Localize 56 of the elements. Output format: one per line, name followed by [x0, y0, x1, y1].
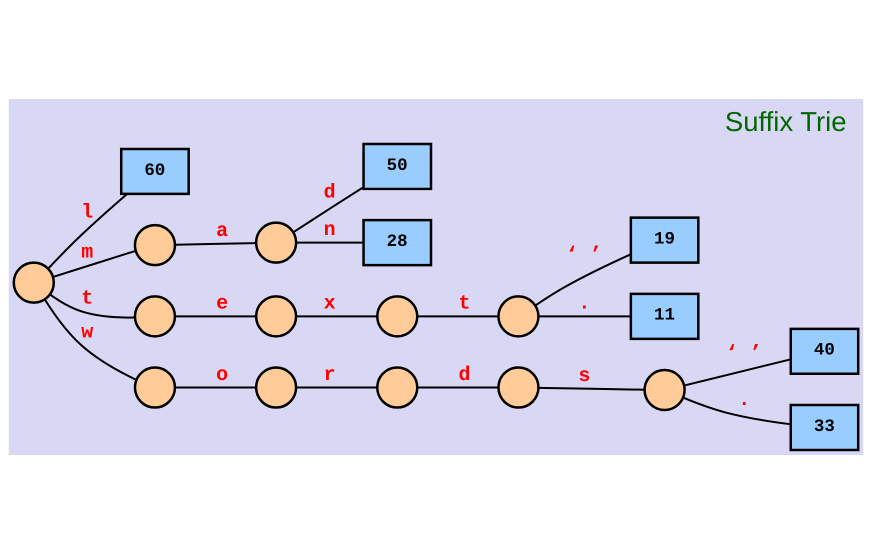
edge-label: d	[458, 362, 470, 386]
edge-label: w	[81, 320, 94, 344]
node-box: 19	[630, 216, 700, 264]
node-box: 40	[790, 328, 860, 376]
edge-label: ‘ ’	[566, 242, 602, 266]
connector	[47, 193, 128, 270]
node-circle	[497, 295, 540, 338]
node-box: 33	[790, 404, 860, 452]
edge-label: l	[81, 200, 94, 224]
connector	[175, 386, 256, 389]
node-circle	[254, 366, 298, 409]
node-circle	[134, 295, 176, 338]
connector	[535, 253, 632, 306]
node-circle	[497, 366, 540, 409]
edge-label: o	[216, 362, 228, 386]
edge-label: x	[324, 292, 336, 315]
edge-label: a	[216, 219, 228, 242]
connector	[538, 386, 645, 391]
connector	[684, 358, 791, 386]
connector	[296, 315, 377, 318]
connector	[293, 186, 364, 233]
node-circle	[134, 224, 176, 266]
node-box: 50	[362, 142, 432, 190]
node-box: 60	[120, 148, 190, 196]
node-box: 11	[630, 292, 700, 340]
connector	[418, 386, 498, 389]
edge-label: s	[578, 364, 590, 388]
connector	[538, 315, 631, 318]
edge-label: r	[324, 362, 336, 386]
connector	[175, 242, 256, 246]
edge-label: .	[738, 388, 750, 411]
connector	[49, 294, 135, 319]
connector	[296, 242, 364, 244]
node-circle	[254, 295, 298, 338]
node-circle	[12, 261, 56, 304]
connector	[175, 315, 256, 318]
connector	[296, 386, 377, 389]
node-circle	[376, 295, 419, 338]
edge-label: d	[324, 180, 336, 204]
edge-label: ‘ ’	[726, 342, 762, 365]
connector	[418, 315, 498, 318]
edge-label: .	[578, 292, 590, 315]
node-circle	[643, 368, 686, 412]
edge-label: m	[81, 240, 94, 264]
edge-label: n	[324, 218, 336, 241]
edge-label: t	[458, 292, 470, 315]
node-circle	[134, 366, 176, 409]
connector	[44, 298, 137, 381]
node-box: 28	[362, 218, 432, 266]
edge-label: e	[216, 292, 228, 315]
node-circle	[376, 366, 419, 409]
diagram-title: Suffix Trie	[724, 106, 847, 137]
edge-label: t	[81, 286, 94, 310]
connector	[682, 396, 791, 426]
node-circle	[254, 221, 298, 264]
connector	[52, 250, 136, 278]
